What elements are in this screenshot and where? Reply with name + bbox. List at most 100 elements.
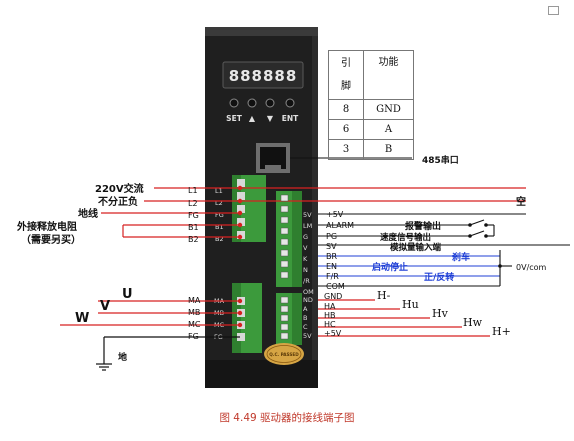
control-pin-br: BR bbox=[326, 252, 337, 261]
set-button-label: SET bbox=[226, 114, 243, 123]
control-board-pin-sv: V bbox=[303, 244, 308, 252]
power-wiring bbox=[101, 187, 526, 238]
hall-board-labels: ND A B C 5V bbox=[303, 296, 313, 340]
pin-label-b1: B1 bbox=[188, 223, 199, 232]
header-pin: 引 脚 bbox=[328, 50, 364, 100]
hall-pin-hc: HC bbox=[324, 320, 336, 329]
down-button[interactable] bbox=[265, 98, 275, 108]
figure-caption: 图 4.49 驱动器的接线端子图 bbox=[219, 412, 355, 424]
hall-signal-hplus: H+ bbox=[492, 325, 511, 338]
hall-board-pin-hc: C bbox=[303, 323, 308, 331]
label-polarity: 不分正负 bbox=[98, 195, 138, 208]
control-board-labels: 5V LM G V K N /R OM bbox=[303, 211, 314, 296]
label-ov: 0V/com bbox=[516, 263, 547, 272]
label-ground: 地线 bbox=[78, 207, 98, 220]
qc-sticker: Q.C. PASSED bbox=[264, 343, 304, 365]
control-board-pin-br: K bbox=[303, 255, 308, 263]
power-board-pin-l1: L1 bbox=[215, 187, 223, 195]
control-pin-pg: PG bbox=[326, 232, 337, 241]
hall-terminal-block bbox=[276, 293, 302, 345]
qc-label: Q.C. PASSED bbox=[269, 352, 299, 357]
phase-v: V bbox=[100, 299, 110, 314]
power-wire-dots bbox=[237, 185, 243, 240]
label-resistor-note: （需要另买） bbox=[21, 233, 81, 246]
table-header-row: 引 脚 功能 bbox=[328, 50, 414, 100]
hall-board-pin-ha: A bbox=[303, 305, 308, 313]
control-board-pin-fr: /R bbox=[303, 277, 310, 285]
table-cell-pin: 6 bbox=[328, 119, 364, 140]
control-terminal-block bbox=[276, 191, 302, 287]
label-speed-signal: 速度信号输出 bbox=[380, 232, 431, 243]
motor-pin-mc: MC bbox=[188, 320, 201, 329]
control-wires bbox=[318, 213, 570, 287]
control-board-pin-com: OM bbox=[303, 288, 314, 296]
control-board-pin-alarm: LM bbox=[303, 222, 312, 230]
table-row: 8 GND bbox=[328, 99, 414, 120]
hall-pin-5v: +5V bbox=[324, 329, 342, 338]
hall-pin-gnd: GND bbox=[324, 292, 342, 301]
hall-pin-ha: HA bbox=[324, 302, 336, 311]
table-cell-pin: 3 bbox=[328, 139, 364, 160]
label-empty: 空 bbox=[516, 195, 526, 208]
control-pin-sv: SV bbox=[326, 242, 337, 251]
motor-pin-ma: MA bbox=[188, 296, 201, 305]
hall-board-pin-hb: B bbox=[303, 314, 307, 322]
hall-signal-hw: Hw bbox=[463, 316, 483, 329]
phase-u: U bbox=[122, 287, 133, 302]
control-board-pin-pg: G bbox=[303, 233, 308, 241]
set-button[interactable] bbox=[229, 98, 239, 108]
pin-function-table: 引 脚 功能 8 GND 6 A 3 B bbox=[328, 50, 414, 160]
hall-signal-hv: Hv bbox=[432, 307, 449, 320]
ent-button[interactable] bbox=[285, 98, 295, 108]
up-button-label: ▲ bbox=[249, 114, 256, 123]
led-display: 888888 bbox=[222, 61, 304, 89]
motor-pin-fg: FG bbox=[188, 332, 199, 341]
pin-label-l1: L1 bbox=[188, 186, 198, 195]
control-pin-fr: F/R bbox=[326, 272, 339, 281]
hall-board-pin-5v: 5V bbox=[303, 332, 312, 340]
table-cell-function: A bbox=[363, 119, 414, 140]
control-wire-dots bbox=[468, 223, 502, 268]
table-cell-function: GND bbox=[363, 99, 414, 120]
power-board-pin-fg: FG bbox=[215, 211, 224, 219]
pin-label-l2: L2 bbox=[188, 199, 198, 208]
power-terminal-block: L1 L2 FG B1 B2 bbox=[215, 175, 266, 243]
hall-signal-hminus: H- bbox=[377, 289, 391, 302]
control-pin-en: EN bbox=[326, 262, 337, 271]
control-pin-5v: +5V bbox=[326, 210, 344, 219]
label-resistor: 外接释放电阻 bbox=[16, 220, 77, 233]
hall-wires bbox=[318, 299, 490, 337]
phase-w: W bbox=[75, 311, 89, 326]
hall-pin-hb: HB bbox=[324, 311, 336, 320]
label-enable: 启动停止 bbox=[372, 261, 408, 273]
port-label: 485串口 bbox=[422, 154, 459, 166]
label-motor-ground: 地 bbox=[118, 351, 127, 363]
control-board-pin-en: N bbox=[303, 266, 308, 274]
table-row: 6 A bbox=[328, 119, 414, 140]
motor-pin-mb: MB bbox=[188, 308, 200, 317]
label-direction: 正/反转 bbox=[424, 271, 454, 283]
power-board-pin-b1: B1 bbox=[215, 223, 224, 231]
hall-board-pin-gnd: ND bbox=[303, 296, 313, 304]
motor-wires bbox=[60, 300, 240, 371]
hall-pins bbox=[280, 296, 289, 340]
label-alarm: 报警输出 bbox=[405, 220, 441, 232]
down-button-label: ▼ bbox=[267, 114, 274, 123]
header-function: 功能 bbox=[363, 50, 414, 100]
hall-signal-hu: Hu bbox=[402, 298, 419, 311]
control-pins bbox=[280, 194, 289, 279]
corner-marker bbox=[548, 6, 559, 15]
up-button[interactable] bbox=[247, 98, 257, 108]
label-ac: 220V交流 bbox=[95, 182, 144, 195]
label-analog: 模拟量输入端 bbox=[390, 242, 442, 253]
pin-label-fg: FG bbox=[188, 211, 199, 220]
table-row: 3 B bbox=[328, 139, 414, 160]
power-board-pin-b2: B2 bbox=[215, 235, 224, 243]
display-digits: 888888 bbox=[229, 67, 298, 85]
rj45-port bbox=[256, 143, 290, 173]
motor-wire-dots bbox=[237, 298, 243, 328]
power-board-pin-l2: L2 bbox=[215, 199, 223, 207]
pin-label-b2: B2 bbox=[188, 235, 199, 244]
ent-button-label: ENT bbox=[282, 114, 299, 123]
